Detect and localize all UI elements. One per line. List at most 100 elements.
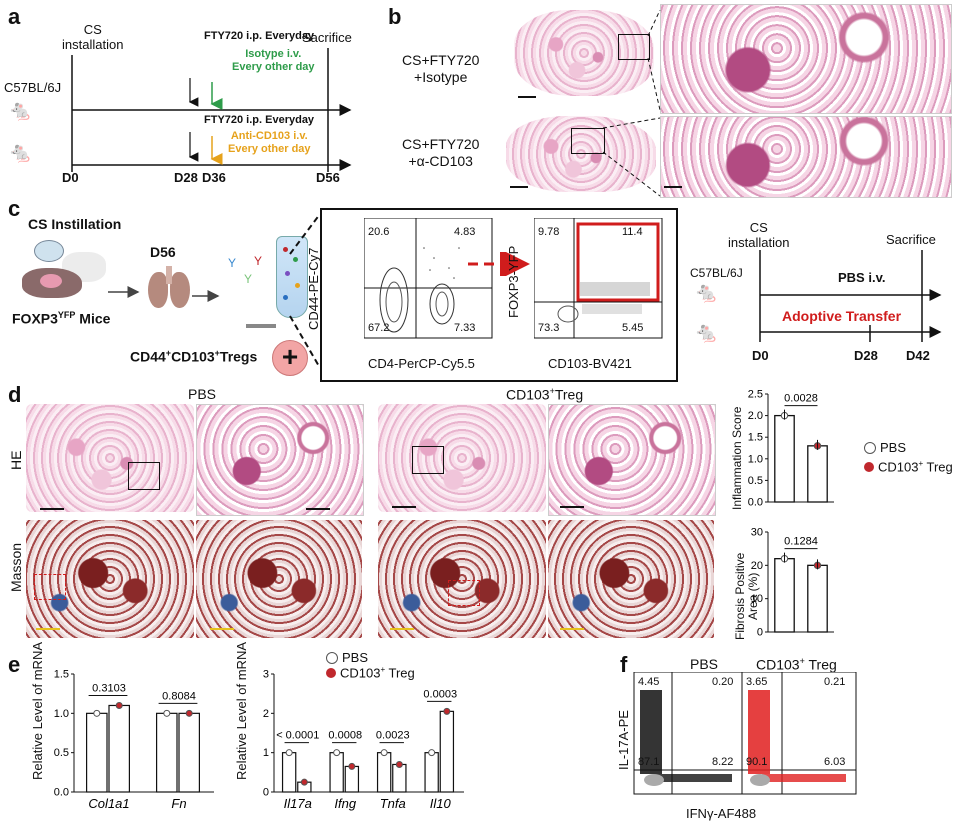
y-tick-label: 0.5 xyxy=(54,747,69,759)
flow1-ylabel: CD44-PE-Cy7 xyxy=(306,247,321,330)
legend-cd103-marker xyxy=(326,667,336,678)
f-xlabel: IFNγ-AF488 xyxy=(686,806,757,821)
panel-letter-e: e xyxy=(8,652,21,677)
pbs-iv-label: PBS i.v. xyxy=(838,270,886,285)
strain-label: C57BL/6J xyxy=(4,80,62,95)
y-tick-label: 30 xyxy=(751,527,763,539)
flow1-q-tr: 4.83 xyxy=(454,226,476,238)
masson-pbs-overview xyxy=(26,520,194,638)
scale-bar xyxy=(560,506,584,508)
zoom-image-isotype xyxy=(660,4,952,114)
flow1-q-br: 7.33 xyxy=(454,322,476,334)
data-point xyxy=(93,709,101,717)
data-point xyxy=(163,709,171,717)
p-value: 0.8084 xyxy=(162,690,196,702)
antibody-icon: Y xyxy=(228,256,237,270)
f-pbs-q-bl: 87.1 xyxy=(638,756,660,768)
y-tick-label: 0 xyxy=(263,787,269,799)
anti-cd103-label: Anti-CD103 i.v. Every other day xyxy=(228,130,311,155)
antibody-icon: Y xyxy=(244,272,253,286)
flow2-q-tl: 9.78 xyxy=(538,226,560,238)
timeline-a xyxy=(71,48,352,172)
f-pbs-q-tl: 4.45 xyxy=(638,676,660,688)
cd44-tregs-label: CD44+CD103+Tregs xyxy=(130,348,258,365)
p-value: 0.0008 xyxy=(328,730,362,742)
legend-pbs-label: PBS xyxy=(342,650,369,665)
flow-plots-f xyxy=(633,672,857,795)
scale-bar xyxy=(392,506,416,508)
p-value: < 0.0001 xyxy=(276,730,319,742)
mouse-icon: 🐁 xyxy=(694,322,719,344)
f-cd103-header: CD103+ Treg xyxy=(756,656,837,673)
d28-right: D28 xyxy=(854,348,878,363)
bar xyxy=(178,712,200,793)
mouse-icon: 🐁 xyxy=(8,142,33,164)
d42-right: D42 xyxy=(906,348,930,363)
panel-letter-a: a xyxy=(8,4,21,29)
f-pbs-header: PBS xyxy=(690,656,719,672)
treg-cell-icon: + xyxy=(272,340,308,376)
strain-right: C57BL/6J xyxy=(690,266,743,280)
bar xyxy=(329,752,344,793)
bar xyxy=(376,752,392,793)
d56-label-c: D56 xyxy=(150,244,176,260)
masson-label: Masson xyxy=(8,542,24,592)
f-cd-q-tl: 3.65 xyxy=(746,676,768,688)
p-value: 0.0003 xyxy=(423,688,457,700)
legend-cd103-label: CD103+ Treg xyxy=(878,459,953,475)
y-tick-label: 1 xyxy=(263,747,269,759)
zoom-box xyxy=(448,580,480,606)
legend-pbs-label: PBS xyxy=(880,440,907,455)
y-tick-label: 1.5 xyxy=(748,432,763,444)
bar xyxy=(774,558,795,633)
d0-label: D0 xyxy=(62,170,79,185)
y-tick-label: 1.0 xyxy=(54,708,69,720)
mouse-icon: 🐁 xyxy=(694,282,719,304)
bar xyxy=(108,704,130,793)
y-tick-label: 2.5 xyxy=(748,389,763,401)
data-point xyxy=(333,749,341,757)
y-tick-label: 0.0 xyxy=(748,497,763,509)
bar xyxy=(85,712,108,793)
legend-e: PBS CD103+ Treg xyxy=(326,650,415,680)
zoom-box xyxy=(618,34,650,60)
he-label: HE xyxy=(8,450,24,470)
gating-arrow xyxy=(468,252,530,276)
flow1-xlabel: CD4-PerCP-Cy5.5 xyxy=(368,356,475,371)
flow2-ylabel: FOXP3-YFP xyxy=(506,245,521,318)
sorter-tube-icon xyxy=(276,236,308,318)
flow-plot-cd44-cd4 xyxy=(364,218,493,339)
isotype-label: Isotype i.v. Every other day xyxy=(232,48,315,73)
fty720-top-label: FTY720 i.p. Everyday xyxy=(204,30,315,42)
scale-bar xyxy=(210,628,234,630)
sacrifice-right: Sacrifice xyxy=(886,232,936,247)
flow2-q-bl: 73.3 xyxy=(538,322,560,334)
he-cd103-zoom xyxy=(548,404,716,516)
category-label: Il17a xyxy=(284,796,312,811)
zoom-image-anti xyxy=(660,116,952,198)
bar xyxy=(807,564,828,633)
mrna1-ylabel: Relative Level of mRNA xyxy=(30,642,45,780)
masson-cd103-zoom xyxy=(548,520,714,638)
cs-instillation-label: CS Instillation xyxy=(28,216,122,232)
y-tick-label: 2.0 xyxy=(748,410,763,422)
data-point xyxy=(115,701,123,709)
y-tick-label: 1.0 xyxy=(748,453,763,465)
data-point xyxy=(380,749,388,757)
masson-pbs-zoom xyxy=(196,520,362,638)
panel-letter-b: b xyxy=(388,4,402,29)
instillation-illustration xyxy=(22,240,112,304)
y-tick-label: 1.5 xyxy=(54,669,69,681)
legend-pbs-marker xyxy=(864,441,876,454)
adoptive-transfer-label: Adoptive Transfer xyxy=(782,308,902,324)
pbs-header: PBS xyxy=(188,386,217,402)
data-point xyxy=(185,709,193,717)
fibrosis-ylabel: Fibrosis Positive Area (%) xyxy=(733,552,760,640)
arrows-c xyxy=(108,286,220,302)
inflammation-ylabel: Inflammation Score xyxy=(730,406,744,510)
f-pbs-q-tr: 0.20 xyxy=(712,676,734,688)
